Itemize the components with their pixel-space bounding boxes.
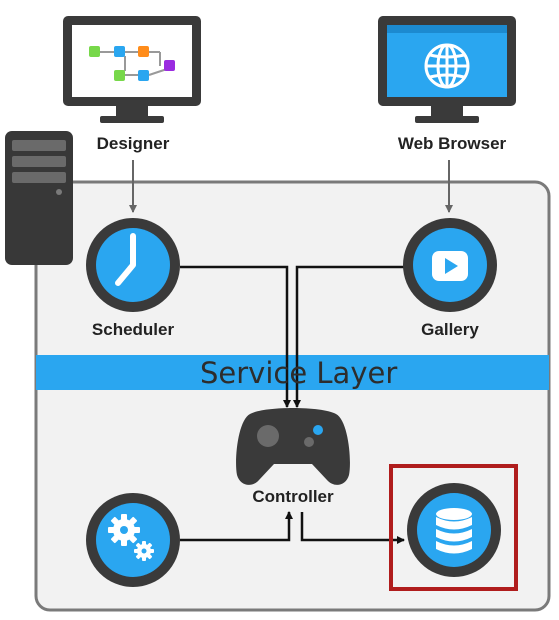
database-icon [407, 483, 501, 577]
service-layer-band [36, 355, 549, 390]
designer-monitor-icon [63, 16, 201, 123]
gallery-label: Gallery [421, 320, 479, 339]
gamepad-icon [236, 408, 350, 485]
service-layer-label: Service Layer [200, 356, 398, 390]
designer-label: Designer [96, 134, 170, 153]
web-browser-label: Web Browser [397, 134, 507, 153]
controller-label: Controller [252, 487, 334, 506]
controller-to-database-arrow [300, 512, 405, 544]
server-icon [5, 131, 73, 265]
scheduler-label: Scheduler [91, 320, 175, 339]
globe-icon [424, 43, 470, 89]
workflow-diagram-icon [89, 46, 175, 81]
gallery-to-controller-arrow [293, 265, 404, 408]
gears-icon [86, 493, 180, 587]
clock-icon [86, 218, 180, 312]
browser-monitor-icon [378, 16, 516, 123]
database-highlight-box [389, 464, 518, 591]
play-icon [403, 218, 497, 312]
services-to-controller-arrow [180, 511, 293, 542]
scheduler-to-controller-arrow [180, 265, 291, 408]
